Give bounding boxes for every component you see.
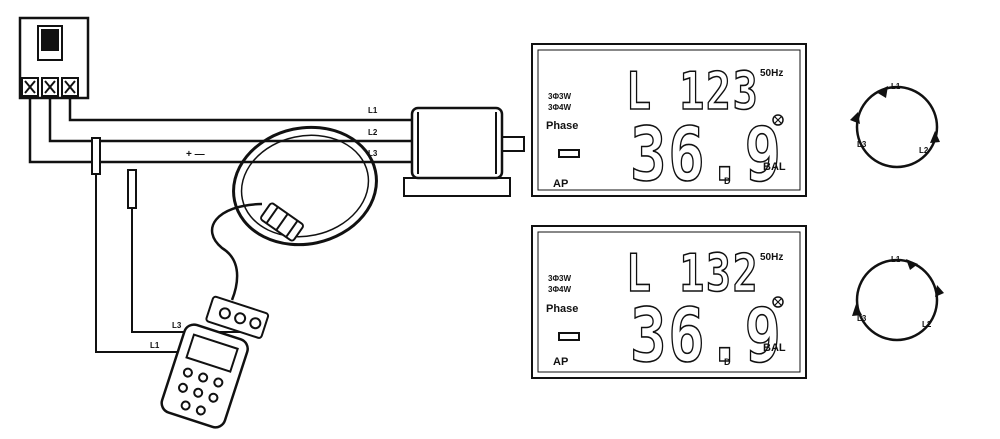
lead-label-l3: L3	[172, 321, 182, 330]
wire-label-l3: L3	[368, 149, 378, 158]
rotation-circle-cw	[855, 85, 939, 169]
wire-label-l1: L1	[368, 106, 378, 115]
rotation-indicator-2	[772, 296, 784, 308]
rotation-1-right-label: L2	[919, 146, 929, 155]
rotation-indicator-1	[772, 114, 784, 126]
terminal-block	[21, 77, 79, 97]
ccw-arrow-2	[852, 304, 862, 316]
display-1-sub: D	[724, 176, 731, 186]
wire-l2	[48, 96, 412, 143]
lead-l1	[95, 140, 206, 353]
lead-label-l1: L1	[150, 341, 160, 350]
cw-arrow-2	[930, 131, 940, 143]
display-panel-1	[531, 43, 807, 197]
display-2-ap-label: AP	[553, 356, 569, 368]
wire-label-l2: L2	[368, 128, 378, 137]
display-panel-2	[531, 225, 807, 379]
breaker-box	[18, 16, 90, 100]
rotation-2-left-label: L3	[857, 314, 867, 323]
display-2-sub: D	[724, 357, 731, 367]
display-1-mode-1: 3Φ3W	[548, 92, 572, 101]
display-2-value: 36.9	[629, 292, 783, 380]
display-1-bal-label: BAL	[763, 161, 786, 173]
clamp-connector	[260, 202, 304, 242]
display-2-reading: L 132	[625, 243, 760, 305]
clamp-cable	[210, 202, 263, 301]
wire-l1	[68, 96, 412, 122]
display-1-reading: L 123	[625, 61, 760, 123]
cw-arrow-3	[850, 112, 860, 124]
cw-arrow-1	[876, 86, 888, 98]
ccw-arrow-3	[935, 285, 944, 297]
display-1-ap-label: AP	[553, 178, 569, 190]
display-2-mode-2: 3Φ4W	[548, 285, 572, 294]
polarity-mark: + —	[186, 149, 205, 160]
rotation-1-top-label: L1	[891, 82, 901, 91]
display-1-mode-2: 3Φ4W	[548, 103, 572, 112]
rotation-circle-ccw	[855, 258, 939, 342]
display-2-mode-1: 3Φ3W	[548, 274, 572, 283]
ccw-arrow-1	[906, 259, 918, 270]
display-1-value: 36.9	[629, 111, 783, 199]
display-2-bal-label: BAL	[763, 342, 786, 354]
meter-connector	[205, 295, 270, 339]
display-1-frequency: 50Hz	[760, 68, 784, 79]
rotation-2-top-label: L1	[891, 255, 901, 264]
motor-shaft	[501, 136, 525, 152]
flex-clamp-coil	[232, 125, 378, 247]
display-2-phase-label: Phase	[546, 303, 579, 315]
handheld-meter	[160, 323, 249, 429]
display-1-phase-label: Phase	[546, 120, 579, 132]
wire-l3	[28, 96, 412, 164]
display-2-frequency: 50Hz	[760, 252, 784, 263]
rotation-2-right-label: L2	[922, 320, 932, 329]
motor	[410, 106, 504, 180]
rotation-1-left-label: L3	[857, 140, 867, 149]
